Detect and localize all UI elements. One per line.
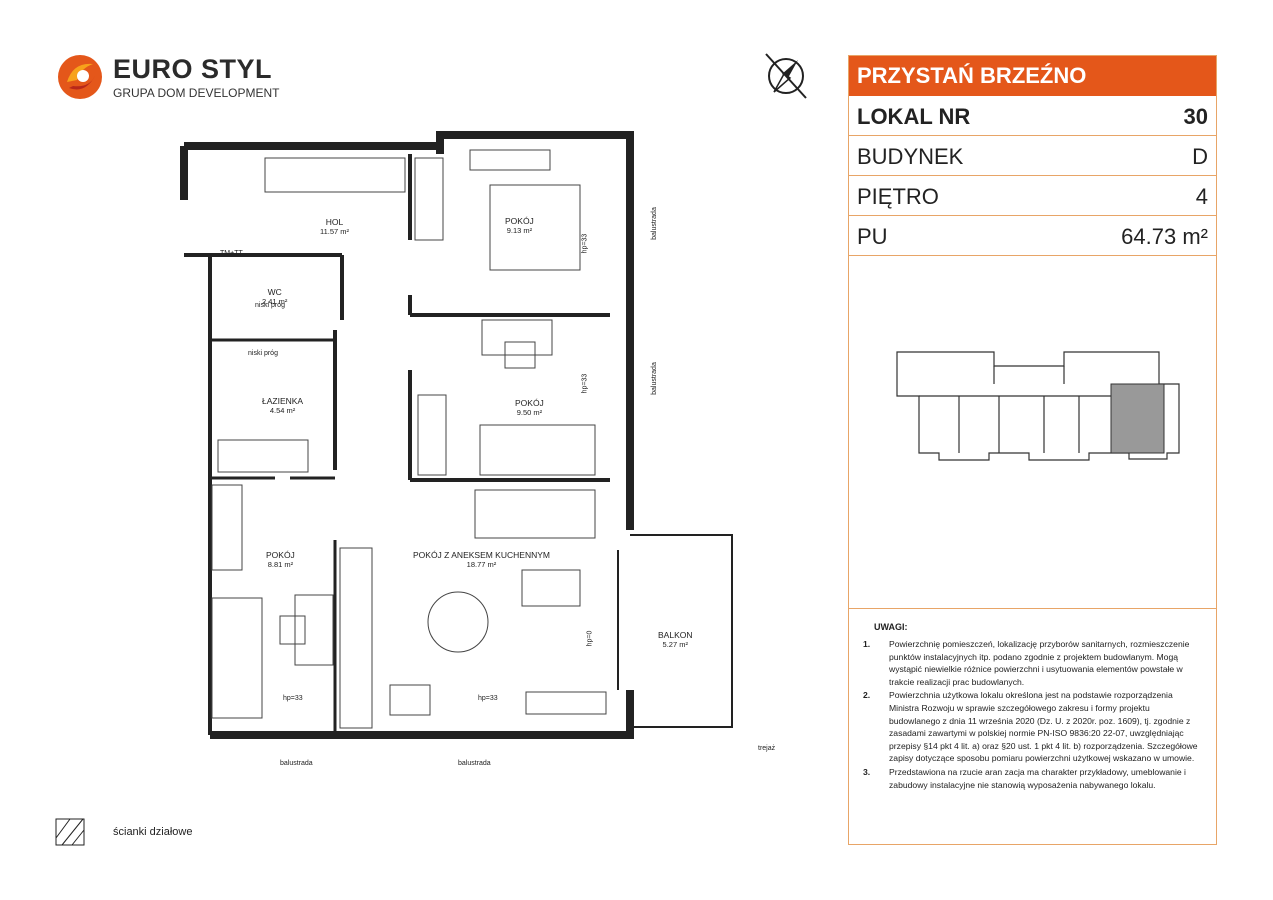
notes-list: 1.Powierzchnię pomieszczeń, lokalizację …: [863, 638, 1203, 792]
hp33-label-3: hp=33: [581, 233, 589, 254]
hp33-label-4: hp=33: [581, 373, 589, 394]
logo-brand: EURO STYL: [113, 54, 273, 84]
logo: EURO STYL GRUPA DOM DEVELOPMENT: [55, 52, 285, 102]
niski-prog-label-2: niski próg: [248, 350, 278, 357]
legend-label: ścianki działowe: [113, 826, 193, 838]
north-compass-icon: [765, 53, 807, 99]
info-header: PRZYSTAŃ BRZEŹNO: [849, 56, 1216, 96]
hp33-label-2: hp=33: [478, 695, 498, 702]
tm-tt-label: TM+TT: [220, 250, 243, 257]
balustrada-label-2: balustrada: [458, 760, 491, 767]
hp0-label: hp=0: [586, 630, 594, 647]
note-item: 1.Powierzchnię pomieszczeń, lokalizację …: [863, 639, 1190, 687]
investment-title: PRZYSTAŃ BRZEŹNO: [857, 63, 1087, 88]
info-panel: PRZYSTAŃ BRZEŹNO LOKAL NR 30 BUDYNEK D P…: [848, 55, 1217, 845]
note-item: 3.Przedstawiona na rzucie aran zacja ma …: [863, 766, 1186, 790]
balustrada-label-4: balustrada: [650, 362, 658, 395]
balustrada-label-1: balustrada: [280, 760, 313, 767]
row-pietro: PIĘTRO 4: [849, 176, 1216, 216]
row-lokal: LOKAL NR 30: [849, 96, 1216, 136]
row-pu: PU 64.73 m²: [849, 216, 1216, 256]
notes-section: UWAGI: 1.Powierzchnię pomieszczeń, lokal…: [849, 608, 1216, 844]
building-key-plan: [849, 256, 1216, 609]
floor-plan-drawing: [180, 131, 733, 739]
partition-wall-hatch-icon: [55, 818, 85, 846]
logo-subtitle: GRUPA DOM DEVELOPMENT: [113, 86, 280, 100]
building-key-plan-drawing: [896, 351, 1180, 461]
note-item: 2.Powierzchnia użytkowa lokalu określona…: [863, 690, 1198, 764]
balustrada-label-3: balustrada: [650, 207, 658, 240]
trejaz-label: trejaż: [758, 745, 776, 752]
hp33-label-1: hp=33: [283, 695, 303, 702]
niski-prog-label: niski próg: [255, 302, 285, 309]
euro-styl-logo-icon: [58, 55, 102, 99]
notes-title: UWAGI:: [874, 622, 908, 632]
row-budynek: BUDYNEK D: [849, 136, 1216, 176]
legend: ścianki działowe: [55, 818, 275, 846]
